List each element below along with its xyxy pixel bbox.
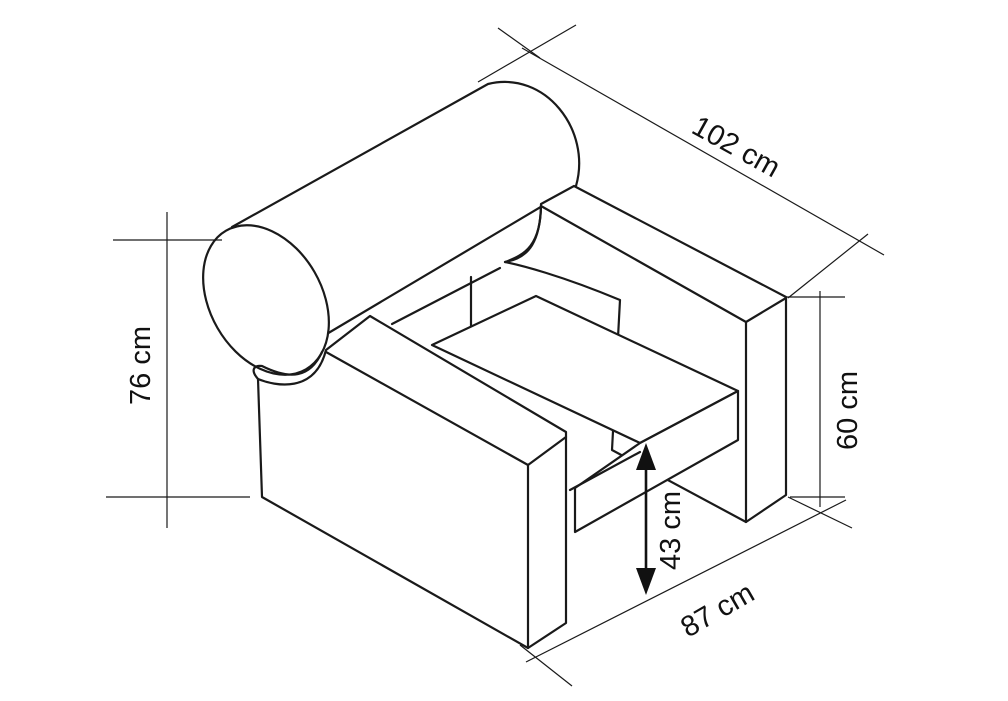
arm-height-label: 60 cm [832,371,864,450]
seat-height-arrow-up [636,443,656,470]
armchair-drawing [202,81,788,650]
left-armrest-side-top [252,350,324,381]
width-label: 102 cm [687,110,786,184]
right-armrest-curve [503,204,543,264]
bolster-end-cap [202,224,330,376]
depth-dim-line [525,499,847,663]
left-armrest [252,314,568,650]
width-ext-right [787,233,869,299]
width-dim-line [521,47,885,256]
depth-label: 87 cm [676,577,760,644]
depth-ext-right [787,496,853,529]
seat-front-lower [568,450,642,492]
width-ext-top [497,27,541,59]
dimension-lines [106,24,885,687]
bolster-body [230,81,581,340]
height-label: 76 cm [125,326,157,405]
seat-height-arrow-down [636,568,656,595]
back-panel-top [390,266,502,326]
backrest-bolster [202,81,581,376]
seat-height-label: 43 cm [655,491,687,570]
seat-cushion [430,294,740,534]
width-ext-left [477,24,577,83]
left-armrest-body [256,314,568,650]
depth-ext-left [519,644,573,687]
